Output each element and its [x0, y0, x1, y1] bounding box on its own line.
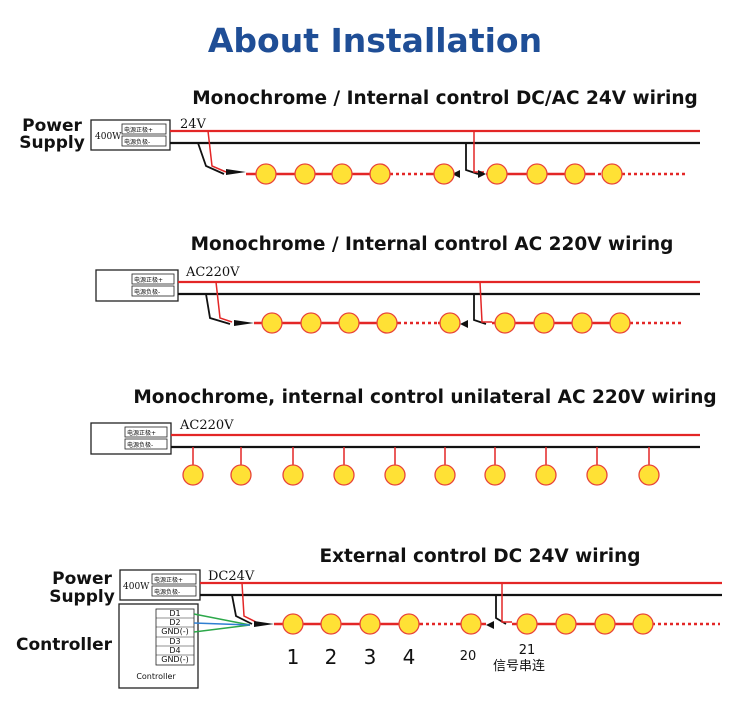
section-heading: External control DC 24V wiring	[319, 546, 640, 567]
bulb-number: 2	[325, 645, 338, 669]
bulb-number: 20	[460, 649, 477, 664]
terminal-negative-label: 电源负极-	[127, 441, 153, 449]
bulb	[282, 464, 304, 486]
bulb-2	[320, 613, 342, 635]
bulb	[261, 312, 283, 334]
controller-label: Controller	[16, 635, 113, 655]
bulb	[484, 464, 506, 486]
section-heading: Monochrome / Internal control AC 220V wi…	[191, 234, 674, 255]
supply-label: Supply	[49, 587, 115, 607]
bulb	[494, 312, 516, 334]
bulb	[486, 163, 508, 185]
bulb	[294, 163, 316, 185]
terminal-positive-label: 电源正极+	[124, 126, 153, 134]
power-supply-box: 400W 电源正极+ 电源负极-	[119, 569, 201, 601]
connector	[486, 621, 494, 629]
section-dc-ac-24v: Monochrome / Internal control DC/AC 24V …	[19, 88, 700, 185]
bulb	[384, 464, 406, 486]
bulb	[300, 312, 322, 334]
bulb	[526, 163, 548, 185]
bulb-1	[282, 613, 304, 635]
section-ac-220v: Monochrome / Internal control AC 220V wi…	[95, 234, 700, 334]
connector	[226, 169, 246, 175]
section-heading: Monochrome, internal control unilateral …	[133, 387, 716, 408]
voltage-label: 24V	[180, 117, 207, 132]
bulb-4	[398, 613, 420, 635]
controller-box-label: Controller	[136, 672, 176, 681]
wattage-label: 400W	[95, 132, 122, 142]
terminal-positive-label: 电源正极+	[154, 576, 183, 584]
bulb	[182, 464, 204, 486]
page-title: About Installation	[208, 21, 542, 60]
connector	[234, 320, 254, 326]
bulb	[535, 464, 557, 486]
bulb	[533, 312, 555, 334]
section-external-dc-24v: External control DC 24V wiring Power Sup…	[16, 546, 722, 689]
wattage-label: 400W	[123, 582, 150, 592]
bulb	[369, 163, 391, 185]
bulb	[632, 613, 654, 635]
connector	[460, 320, 468, 328]
connector	[254, 621, 274, 627]
bulb	[555, 613, 577, 635]
signal-wire-blue	[193, 622, 251, 626]
bulb-number: 1	[287, 645, 300, 669]
power-label: Power	[22, 116, 82, 136]
voltage-label: AC220V	[185, 265, 240, 280]
bulb	[433, 163, 455, 185]
bulb	[439, 312, 461, 334]
terminal-gnd: GND(-)	[161, 655, 188, 664]
bulb	[338, 312, 360, 334]
terminal-d1: D1	[169, 609, 180, 618]
voltage-label: AC220V	[179, 418, 234, 433]
bulb	[376, 312, 398, 334]
bulb	[434, 464, 456, 486]
terminal-positive-label: 电源正极+	[134, 276, 163, 284]
signal-wire-green	[193, 613, 251, 626]
bulb	[609, 312, 631, 334]
bulb	[594, 613, 616, 635]
bulb	[333, 464, 355, 486]
power-supply-box: 电源正极+ 电源负极-	[90, 422, 172, 455]
power-supply-box: 电源正极+ 电源负极-	[95, 269, 179, 302]
power-supply-box: 400W 电源正极+ 电源负极-	[90, 119, 171, 151]
controller-box: D1 D2 GND(-) D3 D4 GND(-) Controller	[118, 603, 199, 689]
connector	[452, 170, 460, 178]
bulb-number: 21	[519, 643, 536, 658]
terminal-gnd: GND(-)	[161, 627, 188, 636]
bulb-21	[516, 613, 538, 635]
terminal-d2: D2	[169, 618, 180, 627]
connector	[478, 170, 486, 178]
bulb-number: 3	[364, 645, 377, 669]
bulb	[564, 163, 586, 185]
terminal-negative-label: 电源负极-	[134, 288, 160, 296]
terminal-positive-label: 电源正极+	[127, 429, 156, 437]
bulb	[586, 464, 608, 486]
voltage-label: DC24V	[208, 569, 255, 584]
section-heading: Monochrome / Internal control DC/AC 24V …	[192, 88, 698, 109]
bulb	[230, 464, 252, 486]
bulb	[571, 312, 593, 334]
terminal-negative-label: 电源负极-	[154, 588, 180, 596]
bulb-number: 4	[403, 645, 416, 669]
terminal-d4: D4	[169, 646, 180, 655]
terminal-d3: D3	[169, 637, 180, 646]
terminal-negative-label: 电源负极-	[124, 138, 150, 146]
bulb-20	[460, 613, 482, 635]
bulb	[255, 163, 277, 185]
supply-label: Supply	[19, 133, 85, 153]
cascade-note: 信号串连	[493, 658, 545, 674]
bulb-3	[359, 613, 381, 635]
bulb	[331, 163, 353, 185]
section-unilateral-ac-220v: Monochrome, internal control unilateral …	[90, 387, 717, 486]
bulb	[638, 464, 660, 486]
power-label: Power	[52, 569, 112, 589]
bulb	[601, 163, 623, 185]
